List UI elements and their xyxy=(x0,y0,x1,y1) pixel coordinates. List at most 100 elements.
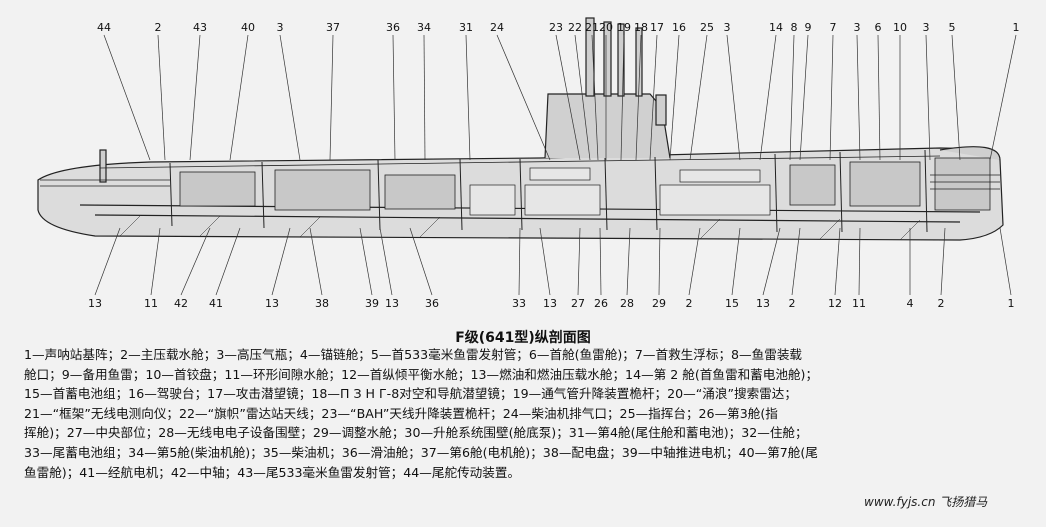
callout-number: 2 xyxy=(686,297,693,310)
leader-line xyxy=(189,34,201,161)
callout-number: 21 xyxy=(585,21,599,34)
leader-line xyxy=(731,227,741,296)
leader-line xyxy=(539,227,551,296)
callout-number: 44 xyxy=(97,21,111,34)
leader-line xyxy=(635,34,642,161)
legend-line: 舱口；9—备用鱼雷；10—首铰盘；11—环形间隙水舱；12—首纵倾平衡水舱；13… xyxy=(24,366,819,382)
callout-number: 12 xyxy=(828,297,842,310)
leader-line xyxy=(649,34,658,161)
callout-number: 3 xyxy=(724,21,731,34)
leader-lines xyxy=(94,34,1017,296)
legend: 1—声呐站基阵；2—主压载水舱；3—高压气瓶；4—锚链舱；5—首533毫米鱼雷发… xyxy=(24,345,1034,482)
leader-line xyxy=(574,34,591,161)
leader-line xyxy=(271,227,291,296)
leader-line xyxy=(856,34,861,161)
callout-number: 2 xyxy=(789,297,796,310)
leader-line xyxy=(496,34,551,161)
leader-line xyxy=(279,34,301,161)
leader-line xyxy=(951,34,961,161)
figure-title: F级(641型)纵剖面图 xyxy=(455,330,591,346)
callout-number: 3 xyxy=(923,21,930,34)
callout-number: 34 xyxy=(417,21,431,34)
legend-line: 挥舱)；27—中央部位；28—无线电电子设备围壁；29—调整水舱；30—升舱系统… xyxy=(24,425,808,441)
leader-line xyxy=(799,34,809,161)
callout-number: 13 xyxy=(756,297,770,310)
leader-line xyxy=(688,227,701,296)
leader-line xyxy=(392,34,396,161)
callout-number: 3 xyxy=(854,21,861,34)
callout-number: 7 xyxy=(830,21,837,34)
leader-line xyxy=(309,227,323,296)
callout-number: 37 xyxy=(326,21,340,34)
leader-line xyxy=(409,227,433,296)
leader-line xyxy=(555,34,581,161)
callout-number: 6 xyxy=(875,21,882,34)
callout-number: 18 xyxy=(634,21,648,34)
leader-line xyxy=(791,227,801,296)
callout-number: 40 xyxy=(241,21,255,34)
callout-number: 28 xyxy=(620,297,634,310)
leader-line xyxy=(518,227,521,296)
callout-number: 13 xyxy=(88,297,102,310)
callout-number: 20 xyxy=(599,21,613,34)
callout-number: 3 xyxy=(277,21,284,34)
callout-number: 36 xyxy=(386,21,400,34)
callout-number: 41 xyxy=(209,297,223,310)
callout-number: 13 xyxy=(385,297,399,310)
leader-line xyxy=(620,34,625,161)
watermark: www.fyjs.cn 飞扬猎马 xyxy=(864,495,988,509)
callout-number: 11 xyxy=(144,297,158,310)
callout-number: 31 xyxy=(459,21,473,34)
callout-number: 1 xyxy=(1013,21,1020,34)
leader-line xyxy=(465,34,471,161)
legend-line: 33—尾蓄电池组；34—第5舱(柴油机舱)；35—柴油机；36—滑油舱；37—第… xyxy=(24,444,818,460)
callout-number: 13 xyxy=(265,297,279,310)
leader-line xyxy=(689,34,708,161)
callout-number: 38 xyxy=(315,297,329,310)
callout-number: 5 xyxy=(949,21,956,34)
callout-number: 25 xyxy=(700,21,714,34)
leader-line xyxy=(829,34,834,161)
callout-number: 16 xyxy=(672,21,686,34)
leader-line xyxy=(925,34,931,161)
leader-line xyxy=(423,34,426,161)
leader-line xyxy=(379,227,393,296)
callout-number: 19 xyxy=(617,21,631,34)
callout-number: 14 xyxy=(769,21,783,34)
callout-number: 13 xyxy=(543,297,557,310)
callout-number: 24 xyxy=(490,21,504,34)
leader-line xyxy=(940,227,946,296)
leader-line xyxy=(103,34,151,161)
leader-line xyxy=(759,34,777,161)
leader-line xyxy=(762,227,781,296)
callout-number: 39 xyxy=(365,297,379,310)
leader-line xyxy=(626,227,631,296)
leader-line xyxy=(577,227,581,296)
leader-line xyxy=(989,34,1017,161)
leader-line xyxy=(999,227,1012,296)
callout-number: 17 xyxy=(650,21,664,34)
callout-number: 10 xyxy=(893,21,907,34)
callout-number: 2 xyxy=(938,297,945,310)
callout-number: 11 xyxy=(852,297,866,310)
leader-line xyxy=(669,34,680,161)
leader-line xyxy=(157,34,166,161)
callout-number: 4 xyxy=(907,297,914,310)
legend-line: 鱼雷舱)；41—经航电机；42—中轴；43—尾533毫米鱼雷发射管；44—尾舵传… xyxy=(24,464,521,480)
callout-number: 23 xyxy=(549,21,563,34)
leader-line xyxy=(180,227,211,296)
callout-number: 29 xyxy=(652,297,666,310)
leader-line xyxy=(599,227,602,296)
callout-number: 15 xyxy=(725,297,739,310)
callout-number: 8 xyxy=(791,21,798,34)
callout-number: 27 xyxy=(571,297,585,310)
leader-line xyxy=(329,34,334,161)
callout-number: 36 xyxy=(425,297,439,310)
callout-number: 42 xyxy=(174,297,188,310)
callout-number: 33 xyxy=(512,297,526,310)
leader-line xyxy=(834,227,841,296)
leader-line xyxy=(229,34,249,161)
